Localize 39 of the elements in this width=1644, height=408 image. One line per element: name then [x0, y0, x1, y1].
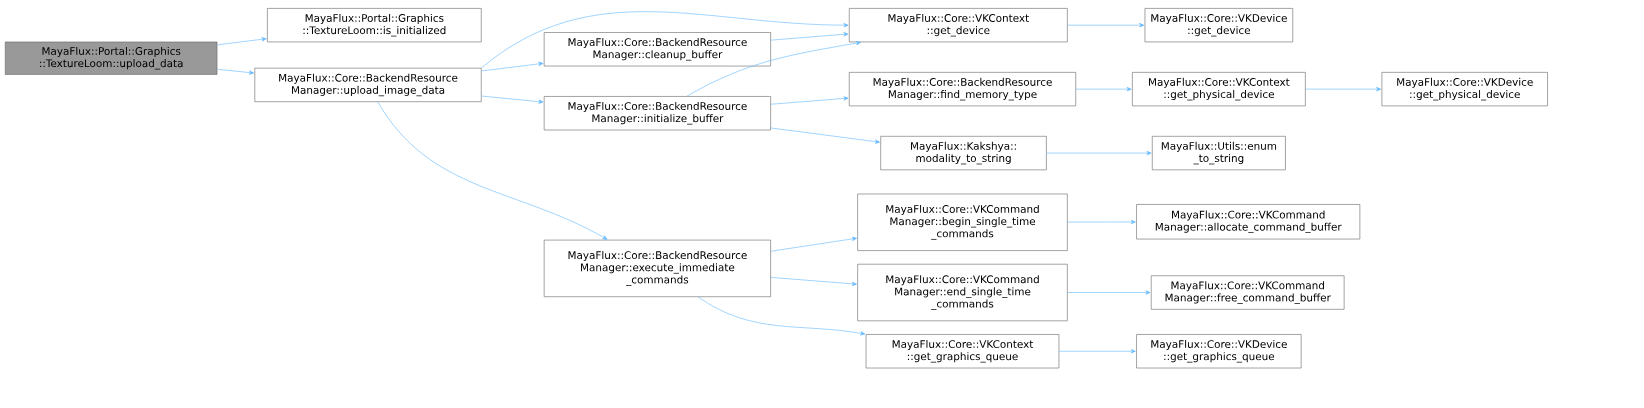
function-box: MayaFlux::Kakshya:: modality_to_string [880, 136, 1047, 171]
arrow [377, 101, 608, 240]
arrow [770, 236, 857, 252]
arrow [1058, 349, 1136, 354]
function-box: MayaFlux::Core::BackendResource Manager::execute_immediate _commands [543, 239, 771, 298]
arrow [481, 11, 849, 69]
arrow [1046, 151, 1152, 156]
arrow [217, 68, 254, 75]
arrow [1075, 87, 1132, 92]
function-box: MayaFlux::Portal::Graphics ::TextureLoom::is_initialized [267, 8, 482, 43]
arrow [686, 41, 861, 97]
arrow [481, 95, 544, 104]
function-box: MayaFlux::Core::BackendResource Manager::upload_image_data [254, 67, 482, 102]
function-box: MayaFlux::Core::BackendResource Manager::cleanup_buffer [543, 32, 771, 67]
arrow [1067, 290, 1151, 295]
arrow [770, 96, 849, 105]
function-box: MayaFlux::Core::VKCommand Manager::free_command_buffer [1150, 275, 1345, 310]
arrow [217, 37, 267, 46]
arrow [1067, 23, 1145, 28]
arrow [481, 61, 544, 72]
arrow [770, 32, 849, 41]
function-box: MayaFlux::Core::BackendResource Manager::find_memory_type [848, 72, 1077, 107]
function-box: MayaFlux::Core::VKContext ::get_graphics_queue [865, 334, 1060, 369]
function-box: MayaFlux::Core::VKContext ::get_physical_device [1132, 72, 1306, 107]
arrow [1305, 87, 1382, 92]
function-box: MayaFlux::Core::BackendResource Manager::initialize_buffer [543, 96, 771, 131]
arrow [697, 296, 866, 336]
function-box: MayaFlux::Core::VKCommand Manager::begin_single_time _commands [857, 193, 1068, 251]
function-box: MayaFlux::Core::VKContext ::get_device [848, 8, 1068, 43]
arrow [770, 127, 880, 144]
arrow [1067, 219, 1136, 225]
function-box: MayaFlux::Utils::enum _to_string [1152, 136, 1286, 171]
function-box: MayaFlux::Core::VKDevice ::get_graphics_queue [1136, 334, 1302, 369]
function-box: MayaFlux::Core::VKCommand Manager::end_single_time _commands [857, 263, 1068, 322]
function-box: MayaFlux::Core::VKCommand Manager::allocate_command_buffer [1136, 204, 1361, 240]
highlighted-function-box: MayaFlux::Portal::Graphics ::TextureLoom::upload_data [4, 41, 218, 75]
arrow [770, 277, 857, 286]
function-box: MayaFlux::Core::VKDevice ::get_physical_device [1381, 72, 1548, 107]
function-box: MayaFlux::Core::VKDevice ::get_device [1144, 8, 1294, 43]
